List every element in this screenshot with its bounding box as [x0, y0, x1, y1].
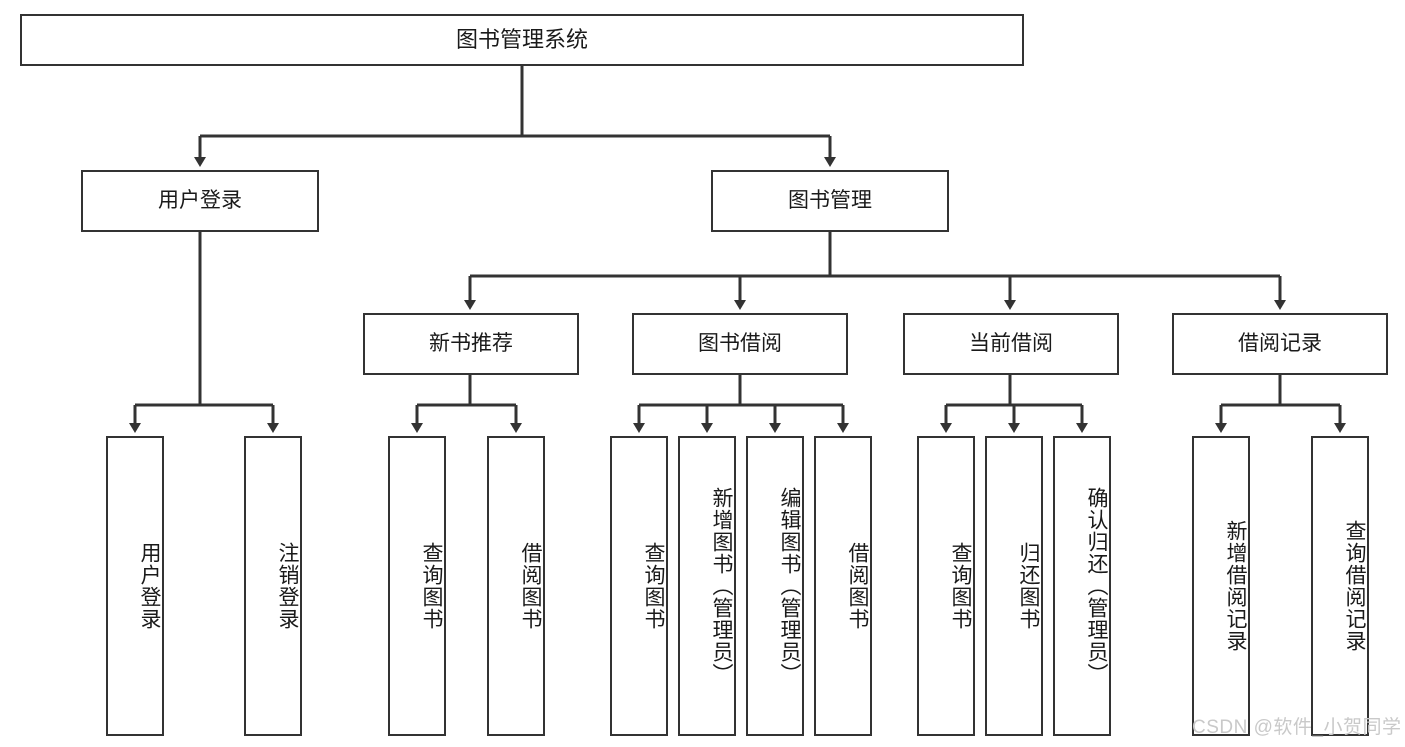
node-leaf-query-record-label: 查询借阅记录: [1343, 520, 1366, 652]
node-leaf-borrow-book-2[interactable]: 借阅图书: [814, 436, 872, 736]
node-leaf-query-book-3-label: 查询图书: [949, 542, 972, 630]
node-leaf-add-record-label: 新增借阅记录: [1224, 520, 1247, 652]
node-user-login[interactable]: 用户登录: [81, 170, 319, 232]
node-borrow-record[interactable]: 借阅记录: [1172, 313, 1388, 375]
node-leaf-edit-book[interactable]: 编辑图书（管理员）: [746, 436, 804, 736]
node-leaf-borrow-book-2-label: 借阅图书: [846, 542, 869, 630]
node-leaf-add-book[interactable]: 新增图书（管理员）: [678, 436, 736, 736]
node-book-manage-label: 图书管理: [788, 188, 872, 212]
node-leaf-return-book[interactable]: 归还图书: [985, 436, 1043, 736]
node-leaf-query-record[interactable]: 查询借阅记录: [1311, 436, 1369, 736]
node-leaf-query-book-1-label: 查询图书: [420, 542, 443, 630]
node-leaf-query-book-2[interactable]: 查询图书: [610, 436, 668, 736]
node-leaf-borrow-book-1[interactable]: 借阅图书: [487, 436, 545, 736]
node-new-book-recommend-label: 新书推荐: [429, 331, 513, 355]
node-leaf-add-record[interactable]: 新增借阅记录: [1192, 436, 1250, 736]
node-leaf-return-book-label: 归还图书: [1017, 542, 1040, 630]
node-root[interactable]: 图书管理系统: [20, 14, 1024, 66]
node-leaf-edit-book-label: 编辑图书（管理员）: [778, 487, 801, 685]
node-leaf-add-book-label: 新增图书（管理员）: [710, 487, 733, 685]
csdn-watermark: CSDN @软件_小贺同学: [1192, 717, 1402, 738]
node-leaf-logout[interactable]: 注销登录: [244, 436, 302, 736]
node-current-borrow[interactable]: 当前借阅: [903, 313, 1119, 375]
node-user-login-label: 用户登录: [158, 188, 242, 212]
node-book-borrow-label: 图书借阅: [698, 331, 782, 355]
node-borrow-record-label: 借阅记录: [1238, 331, 1322, 355]
node-leaf-borrow-book-1-label: 借阅图书: [519, 542, 542, 630]
node-leaf-confirm-return[interactable]: 确认归还（管理员）: [1053, 436, 1111, 736]
node-leaf-query-book-3[interactable]: 查询图书: [917, 436, 975, 736]
node-book-borrow[interactable]: 图书借阅: [632, 313, 848, 375]
node-root-label: 图书管理系统: [455, 26, 588, 52]
node-book-manage[interactable]: 图书管理: [711, 170, 949, 232]
node-leaf-query-book-1[interactable]: 查询图书: [388, 436, 446, 736]
node-leaf-query-book-2-label: 查询图书: [642, 542, 665, 630]
node-leaf-logout-label: 注销登录: [276, 542, 299, 630]
node-leaf-user-login[interactable]: 用户登录: [106, 436, 164, 736]
node-current-borrow-label: 当前借阅: [969, 331, 1053, 355]
node-leaf-confirm-return-label: 确认归还（管理员）: [1085, 487, 1108, 685]
node-leaf-user-login-label: 用户登录: [138, 542, 161, 630]
node-new-book-recommend[interactable]: 新书推荐: [363, 313, 579, 375]
